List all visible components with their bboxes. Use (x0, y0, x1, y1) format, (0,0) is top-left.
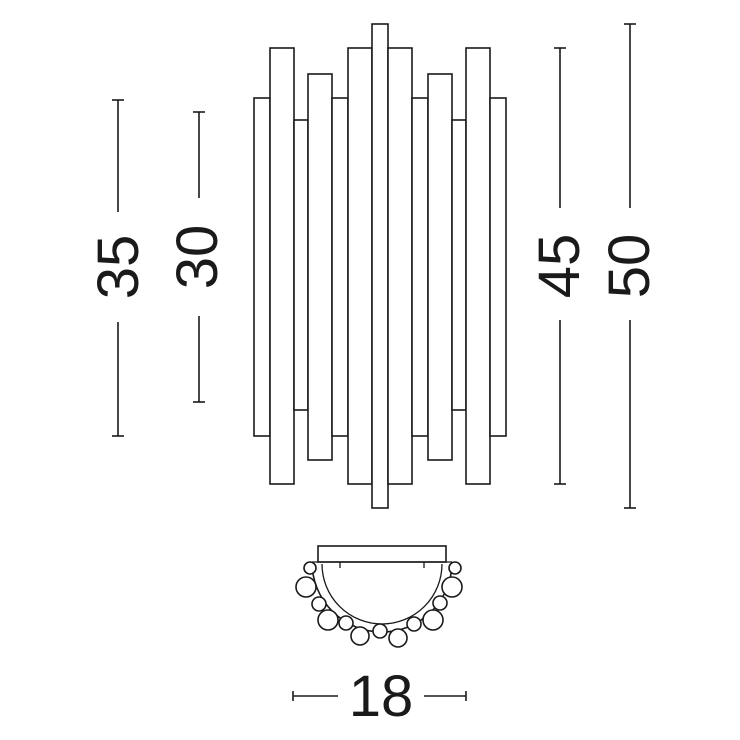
crystal-bead (388, 628, 408, 648)
bar-5 (331, 97, 349, 437)
bar-3 (293, 119, 309, 411)
bar-4 (307, 73, 333, 461)
front-view (253, 23, 507, 509)
crystal-bead (448, 561, 462, 575)
crystal-bead (295, 576, 317, 598)
crystal-bead (350, 626, 370, 646)
bar-6 (347, 47, 373, 485)
dimension-right-outer: 50 (597, 23, 662, 509)
crystal-bead (317, 609, 339, 631)
dimension-label-right-inner: 45 (527, 234, 592, 299)
dimension-label-bottom-width: 18 (349, 664, 414, 729)
dimension-label-left-outer: 35 (86, 235, 151, 300)
bar-10 (427, 73, 453, 461)
bar-12 (465, 47, 491, 485)
dimension-bottom-width: 18 (292, 664, 467, 729)
crystal-beads (295, 561, 463, 648)
bar-13 (489, 97, 507, 437)
top-view-plate (317, 545, 447, 563)
crystal-bead (441, 576, 463, 598)
bar-8 (387, 47, 413, 485)
dimension-label-right-outer: 50 (597, 234, 662, 299)
crystal-bead (372, 623, 388, 639)
dimension-left-outer: 35 (86, 99, 151, 437)
dimension-left-inner: 30 (165, 111, 230, 403)
crystal-bead (303, 561, 317, 575)
dimension-right-inner: 45 (527, 47, 592, 485)
bar-2 (269, 47, 295, 485)
crystal-bead (422, 609, 444, 631)
bar-9 (411, 97, 429, 437)
top-view (295, 545, 463, 648)
dimension-label-left-inner: 30 (165, 225, 230, 290)
crystal-bead (311, 596, 327, 612)
crystal-bead (406, 616, 422, 632)
bar-11 (451, 119, 467, 411)
crystal-bead (338, 615, 354, 631)
bar-1 (253, 97, 271, 437)
crystal-bead (432, 595, 448, 611)
bar-7-center (371, 23, 389, 509)
